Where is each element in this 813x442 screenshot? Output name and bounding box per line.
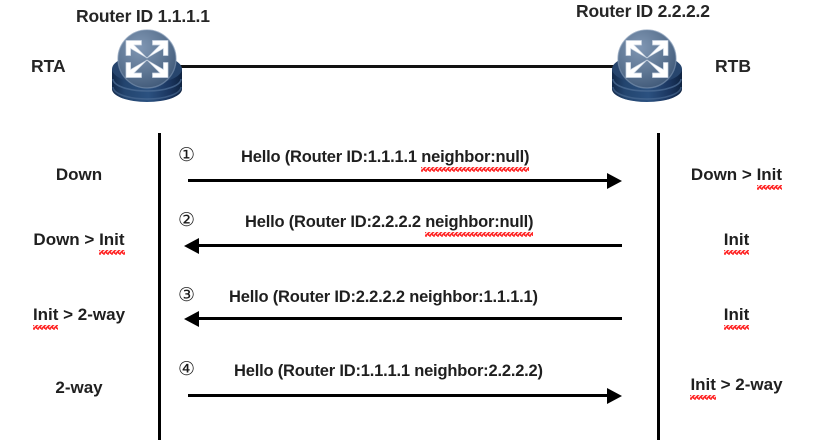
left-router-icon [108, 27, 186, 105]
right-router-name: RTB [715, 56, 751, 76]
right-state-row-1-plain: Down > [690, 165, 757, 184]
right-state-row-4-flagged: Init [690, 375, 716, 400]
message-label-1-plain: Hello (Router ID:1.1.1.1 [241, 148, 422, 166]
right-state-row-4-tail: > 2-way [715, 375, 783, 394]
right-state-row-2: Init [660, 230, 813, 255]
right-state-row-1: Down > Init [660, 165, 813, 190]
message-label-2-flagged: neighbor:null) [425, 213, 534, 237]
left-lifeline [158, 133, 161, 440]
right-state-row-4: Init > 2-way [660, 375, 813, 400]
message-arrow-4 [188, 388, 622, 404]
left-state-row-3: Init > 2-way [0, 305, 158, 330]
left-router-id-label: Router ID 1.1.1.1 [76, 6, 210, 26]
message-arrow-2 [184, 238, 622, 254]
message-number-3: ③ [178, 285, 196, 306]
left-state-row-3-flagged: Init [32, 305, 59, 330]
right-router-id-label: Router ID 2.2.2.2 [576, 1, 710, 21]
ethernet-link-line [178, 65, 626, 68]
right-state-row-3-flagged: Init [723, 305, 750, 330]
left-state-row-2-plain: Down > [33, 230, 100, 249]
message-number-1: ① [178, 145, 196, 166]
left-state-row-2-flagged: Init [99, 230, 125, 255]
right-state-row-1-flagged: Init [756, 165, 783, 190]
message-number-2: ② [178, 210, 196, 231]
message-label-1: Hello (Router ID:1.1.1.1 neighbor:null) [241, 148, 530, 172]
message-label-2-plain: Hello (Router ID:2.2.2.2 [245, 213, 426, 231]
left-state-row-1-text: Down [55, 165, 103, 184]
left-state-row-3-tail: > 2-way [58, 305, 126, 324]
message-arrow-3 [184, 311, 622, 327]
right-state-row-3: Init [660, 305, 813, 330]
left-state-row-4-text: 2-way [55, 378, 103, 397]
right-state-row-2-flagged: Init [723, 230, 750, 255]
left-state-row-2: Down > Init [0, 230, 158, 255]
right-lifeline [657, 133, 660, 440]
left-router-name: RTA [31, 56, 66, 76]
message-arrow-1 [188, 173, 622, 189]
message-label-3: Hello (Router ID:2.2.2.2 neighbor:1.1.1.… [229, 288, 538, 306]
message-label-1-flagged: neighbor:null) [421, 148, 530, 172]
message-number-4: ④ [178, 359, 196, 380]
right-router-icon [608, 27, 686, 105]
message-label-2: Hello (Router ID:2.2.2.2 neighbor:null) [245, 213, 534, 237]
message-label-4: Hello (Router ID:1.1.1.1 neighbor:2.2.2.… [234, 362, 543, 380]
left-state-row-1: Down [0, 165, 158, 185]
left-state-row-4: 2-way [0, 378, 158, 398]
